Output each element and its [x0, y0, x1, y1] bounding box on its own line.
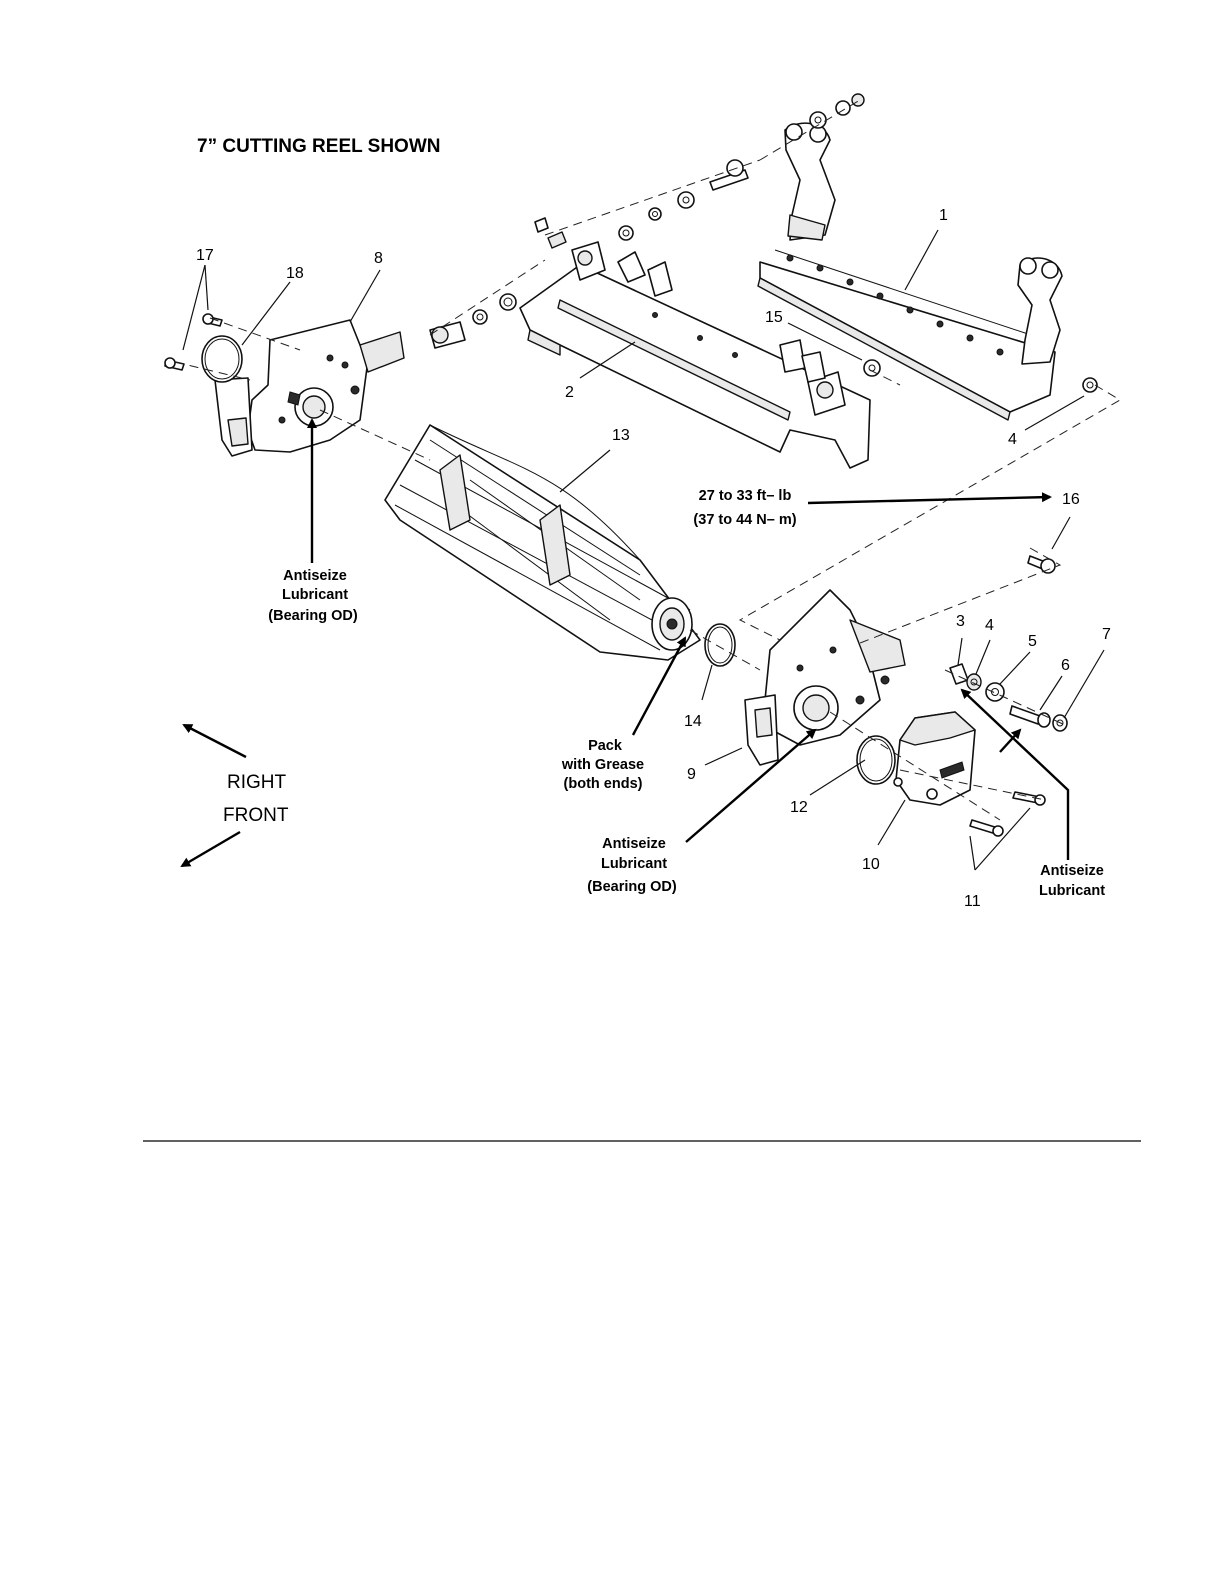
note-antiseize-right: Antiseize Lubricant [1039, 863, 1105, 899]
direction-right-label: RIGHT [227, 772, 287, 793]
part-12-o-ring [857, 736, 895, 784]
callout-12: 12 [790, 799, 808, 816]
direction-indicator: RIGHT FRONT [182, 725, 289, 866]
callout-6: 6 [1061, 657, 1070, 674]
callout-2: 2 [565, 384, 574, 401]
callout-10: 10 [862, 856, 880, 873]
note-antiseize-left-line2: Lubricant [282, 587, 348, 603]
assembly-centerlines [175, 100, 1120, 820]
callout-8: 8 [374, 250, 383, 267]
direction-front-label: FRONT [223, 805, 289, 826]
diagram-title: 7” CUTTING REEL SHOWN [197, 136, 441, 157]
callout-3: 3 [956, 613, 965, 630]
part-13-reel [385, 425, 700, 660]
note-antiseize-center-line1: Antiseize [602, 836, 666, 852]
note-antiseize-center: Antiseize Lubricant (Bearing OD) [587, 836, 677, 895]
part-16-screw [1028, 556, 1055, 573]
note-antiseize-left-line1: Antiseize [283, 568, 347, 584]
callout-7: 7 [1102, 626, 1111, 643]
note-pack-grease: Pack with Grease (both ends) [561, 738, 644, 792]
note-pack-grease-line1: Pack [588, 738, 623, 754]
callout-18: 18 [286, 265, 304, 282]
note-pack-grease-line2: with Grease [561, 757, 644, 773]
note-torque-line2: (37 to 44 N– m) [693, 512, 796, 528]
part-18-o-ring [202, 336, 242, 382]
part-11-bolts [970, 792, 1045, 836]
note-antiseize-left-line3: (Bearing OD) [268, 608, 358, 624]
callout-4-upper: 4 [1008, 431, 1017, 448]
callout-5: 5 [1028, 633, 1037, 650]
note-antiseize-right-line2: Lubricant [1039, 883, 1105, 899]
callout-11: 11 [964, 893, 981, 910]
callout-1: 1 [939, 207, 948, 224]
note-antiseize-center-line3: (Bearing OD) [587, 879, 677, 895]
callout-17: 17 [196, 247, 214, 264]
note-pack-grease-line3: (both ends) [564, 776, 643, 792]
note-torque: 27 to 33 ft– lb (37 to 44 N– m) [693, 488, 796, 528]
note-antiseize-center-line2: Lubricant [601, 856, 667, 872]
part-10-cover [894, 712, 975, 805]
callout-15: 15 [765, 309, 783, 326]
callout-13: 13 [612, 427, 630, 444]
callout-14: 14 [684, 713, 702, 730]
part-2-frame [520, 242, 870, 468]
callout-4-lower: 4 [985, 617, 994, 634]
parts-3-7-shaft-hardware [950, 664, 1067, 731]
note-antiseize-right-line1: Antiseize [1040, 863, 1104, 879]
note-antiseize-left: Antiseize Lubricant (Bearing OD) [268, 568, 358, 624]
note-torque-line1: 27 to 33 ft– lb [699, 488, 792, 504]
part-4-washer [1083, 378, 1097, 392]
callout-16: 16 [1062, 491, 1080, 508]
callout-9: 9 [687, 766, 696, 783]
part-14-o-ring [705, 624, 735, 666]
